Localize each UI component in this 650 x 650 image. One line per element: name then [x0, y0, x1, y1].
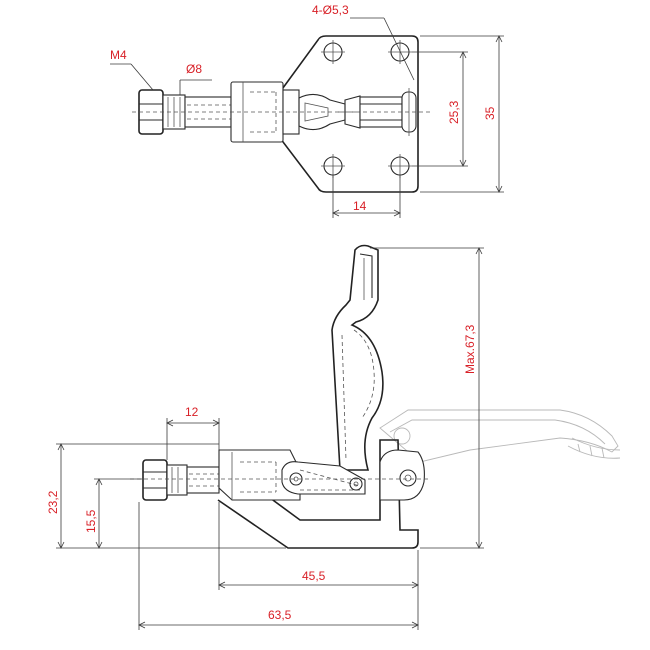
side-link-arm — [281, 461, 366, 495]
top-view: M4 Ø8 4-Ø5,3 25,3 — [110, 3, 504, 218]
dim-axis-height: 15,5 — [84, 478, 142, 549]
axis-height-label: 15,5 — [84, 509, 98, 533]
base-length-label: 45,5 — [302, 569, 326, 583]
dim-base-length: 45,5 — [218, 502, 419, 590]
dim-max-height: Max.67,3 — [370, 247, 484, 549]
dim-base-height: 35 — [420, 35, 504, 193]
side-hex-nut — [142, 459, 168, 501]
side-spindle — [166, 464, 220, 496]
hole-spacing-vertical-label: 25,3 — [447, 100, 461, 124]
side-base-plate — [217, 439, 419, 549]
dim-stroke: 12 — [166, 405, 220, 460]
dim-hole-spacing-horizontal: 14 — [332, 175, 401, 218]
overall-height-label: 23,2 — [46, 490, 60, 514]
thread-label: M4 — [110, 48, 127, 62]
dim-hole-spacing-vertical: 25,3 — [412, 51, 468, 167]
stroke-label: 12 — [185, 405, 199, 419]
dim-overall-height: 23,2 — [46, 443, 286, 549]
ghost-handle-open — [379, 409, 621, 463]
dim-thread: M4 — [110, 48, 154, 91]
hole-spacing-horizontal-label: 14 — [353, 199, 367, 213]
dim-hole-pattern: 4-Ø5,3 — [312, 3, 415, 81]
side-view: 12 Max.67,3 23,2 15,5 — [46, 244, 621, 630]
overall-length-label: 63,5 — [268, 608, 292, 622]
base-height-label: 35 — [483, 106, 497, 120]
top-bushing — [230, 81, 300, 143]
dim-overall-length: 63,5 — [138, 502, 419, 630]
rod-diameter-label: Ø8 — [186, 62, 202, 76]
side-bushing — [218, 449, 301, 501]
max-height-label: Max.67,3 — [463, 324, 477, 374]
dim-rod-diameter: Ø8 — [179, 62, 212, 95]
mounting-holes — [321, 40, 412, 178]
side-pivot-bracket — [349, 449, 425, 501]
side-handle — [331, 244, 384, 471]
top-base-plate — [279, 35, 419, 193]
hole-pattern-label: 4-Ø5,3 — [312, 3, 349, 17]
